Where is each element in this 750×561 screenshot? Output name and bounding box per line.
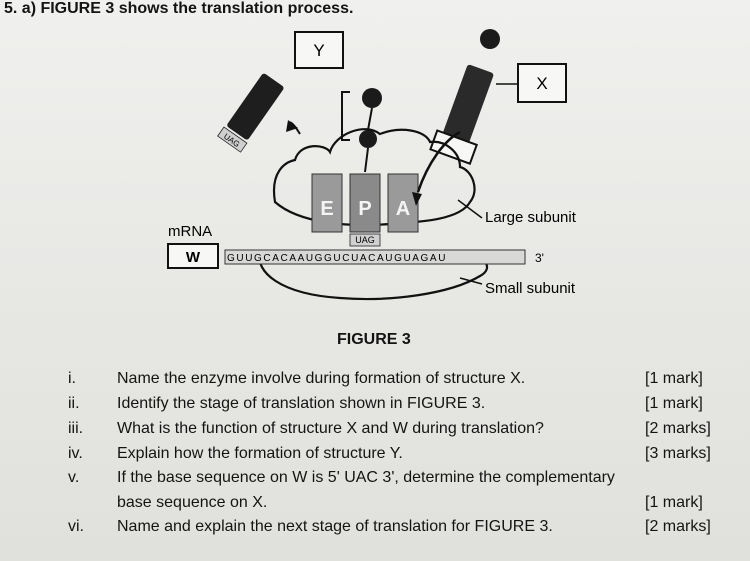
label-w-box bbox=[167, 243, 219, 269]
item-4-text: Explain how the formation of structure Y… bbox=[117, 445, 403, 462]
site-e: E bbox=[320, 198, 333, 220]
site-p-block bbox=[349, 173, 381, 233]
label-x-box bbox=[517, 63, 567, 103]
svg-text:UAG: UAG bbox=[355, 235, 375, 245]
label-y: Y bbox=[313, 41, 324, 60]
item-2-text: Identify the stage of translation shown … bbox=[117, 395, 486, 412]
translation-figure: Y X UAG E P A UAG GUUGCACAAUGGUCUACAUGUA… bbox=[167, 29, 577, 301]
mrna-strand bbox=[224, 249, 526, 265]
label-y-box bbox=[294, 31, 344, 69]
trna-x bbox=[429, 64, 494, 165]
item-4-number: iv. bbox=[68, 445, 83, 462]
item-5-mark: [1 mark] bbox=[645, 494, 703, 511]
item-4-mark: [3 marks] bbox=[645, 445, 711, 462]
label-small-subunit: Small subunit bbox=[485, 280, 576, 297]
item-6-mark: [2 marks] bbox=[645, 518, 711, 535]
large-pointer bbox=[457, 199, 483, 219]
item-5-text: If the base sequence on W is 5' UAC 3', … bbox=[117, 469, 615, 486]
item-5-text-cont: base sequence on X. bbox=[117, 494, 268, 511]
item-6-number: vi. bbox=[68, 518, 84, 535]
mrna-bases: GUUGCACAAUGGUCUACAUGUAGAU bbox=[227, 253, 447, 264]
site-p: P bbox=[358, 198, 371, 220]
trna-left bbox=[227, 73, 284, 140]
small-pointer bbox=[459, 277, 483, 285]
site-a-block bbox=[387, 173, 419, 233]
item-3-mark: [2 marks] bbox=[645, 420, 711, 437]
item-2-number: ii. bbox=[68, 395, 80, 412]
label-three-prime: 3' bbox=[535, 251, 544, 265]
item-1-number: i. bbox=[68, 370, 76, 387]
y-bracket bbox=[341, 91, 350, 141]
site-e-block bbox=[311, 173, 343, 233]
item-3-number: iii. bbox=[68, 420, 84, 437]
amino-acid-2 bbox=[359, 130, 377, 148]
label-w: W bbox=[186, 249, 201, 266]
question-title: 5. a) FIGURE 3 shows the translation pro… bbox=[4, 0, 354, 17]
item-2-mark: [1 mark] bbox=[645, 395, 703, 412]
entry-arrow bbox=[416, 130, 461, 193]
figure-caption: FIGURE 3 bbox=[337, 331, 411, 348]
item-6-text: Name and explain the next stage of trans… bbox=[117, 518, 553, 535]
label-x: X bbox=[536, 74, 547, 93]
item-5-number: v. bbox=[68, 469, 80, 486]
ribosome-small-outline bbox=[258, 250, 488, 301]
label-large-subunit: Large subunit bbox=[485, 209, 577, 226]
label-mrna: mRNA bbox=[168, 223, 212, 240]
item-3-text: What is the function of structure X and … bbox=[117, 420, 544, 437]
amino-acid-x bbox=[480, 29, 500, 49]
codon-p bbox=[349, 233, 381, 247]
item-1-mark: [1 mark] bbox=[645, 370, 703, 387]
site-a: A bbox=[396, 198, 410, 220]
amino-acid-1 bbox=[362, 88, 382, 108]
item-1-text: Name the enzyme involve during formation… bbox=[117, 370, 526, 387]
